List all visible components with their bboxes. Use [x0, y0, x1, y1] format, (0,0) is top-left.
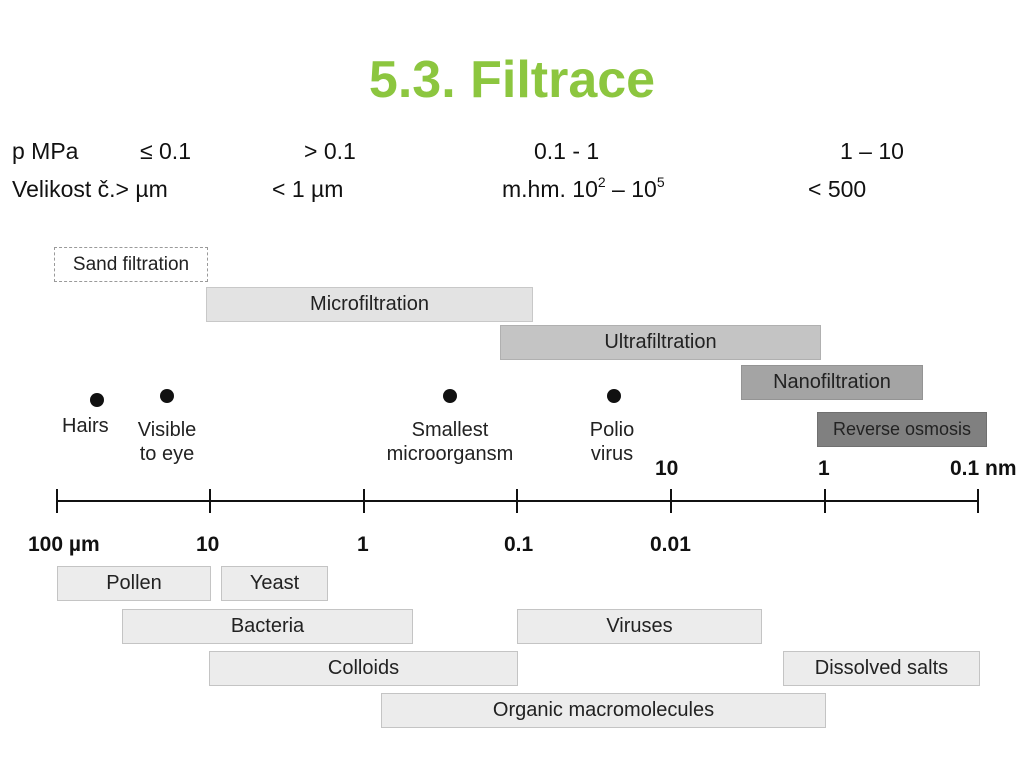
organic-macromolecules-band: Organic macromolecules	[381, 693, 826, 728]
size-ro: < 500	[808, 176, 867, 202]
size-label: Velikost č.> µm	[12, 176, 168, 202]
lower-tick-label-100um: 100 µm	[28, 533, 100, 556]
size-ultra: m.hm. 102 – 105	[502, 174, 665, 202]
axis-tick	[56, 489, 58, 513]
colloids-band: Colloids	[209, 651, 518, 686]
microorganism-marker	[443, 389, 457, 403]
pressure-ro: 1 – 10	[840, 138, 904, 164]
yeast-band: Yeast	[221, 566, 328, 601]
microfiltration-band: Microfiltration	[206, 287, 533, 322]
pressure-ultra: 0.1 - 1	[534, 138, 600, 164]
lower-tick-label-1: 1	[357, 533, 369, 556]
lower-tick-label-0-1: 0.1	[504, 533, 534, 556]
viruses-band: Viruses	[517, 609, 762, 644]
upper-tick-label-0-1nm: 0.1 nm	[950, 457, 1017, 480]
page-title: 5.3. Filtrace	[368, 51, 656, 109]
scale-axis	[57, 500, 979, 502]
lower-tick-label-10: 10	[196, 533, 220, 556]
axis-tick	[209, 489, 211, 513]
pollen-band: Pollen	[57, 566, 211, 601]
axis-tick	[363, 489, 365, 513]
reverse-osmosis-band: Reverse osmosis	[817, 412, 987, 447]
hairs-label: Hairs	[62, 415, 109, 437]
sand-filtration-band: Sand filtration	[54, 247, 208, 282]
dissolved-salts-band: Dissolved salts	[783, 651, 980, 686]
pressure-label: p MPa	[12, 138, 79, 164]
size-micro: < 1 µm	[272, 176, 344, 202]
visible-marker	[160, 389, 174, 403]
upper-tick-label-1: 1	[818, 457, 830, 480]
bacteria-band: Bacteria	[122, 609, 413, 644]
upper-tick-label-10: 10	[655, 457, 679, 480]
ultrafiltration-band: Ultrafiltration	[500, 325, 821, 360]
nanofiltration-band: Nanofiltration	[741, 365, 923, 400]
polio-marker	[607, 389, 621, 403]
hairs-marker	[90, 393, 104, 407]
lower-tick-label-0-01: 0.01	[650, 533, 691, 556]
axis-tick	[824, 489, 826, 513]
axis-tick	[516, 489, 518, 513]
axis-tick	[670, 489, 672, 513]
pressure-micro: > 0.1	[304, 138, 356, 164]
axis-tick	[977, 489, 979, 513]
pressure-sand: ≤ 0.1	[140, 138, 191, 164]
